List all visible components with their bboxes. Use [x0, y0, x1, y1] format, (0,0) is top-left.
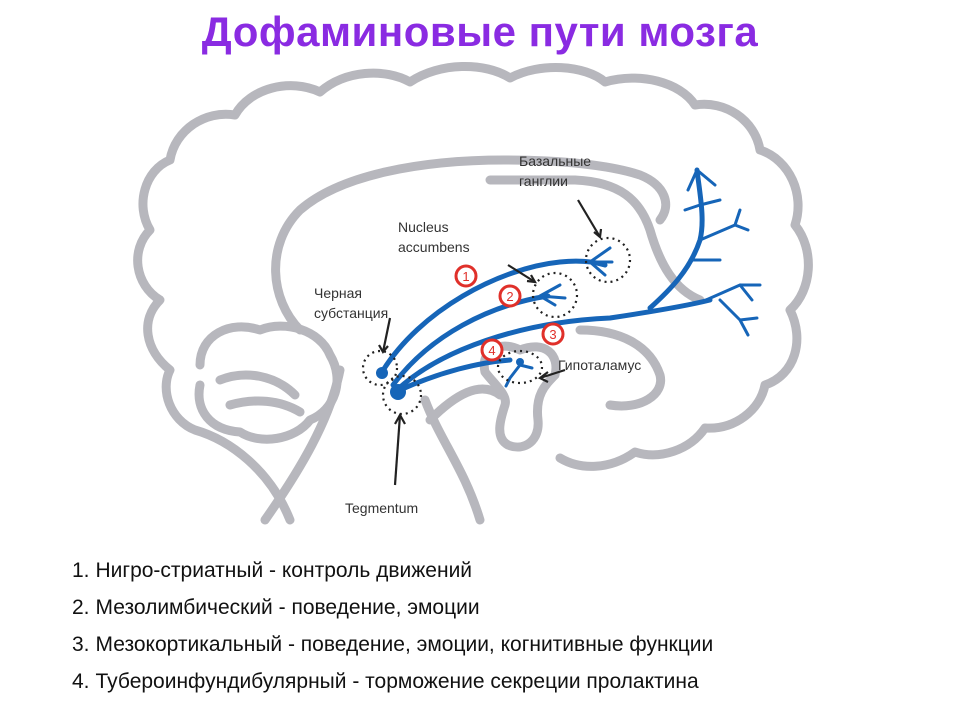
pathway-mesolimbic: [390, 293, 551, 388]
pathway-legend: 1.Нигро-стриатный - контроль движений 2.…: [72, 552, 713, 700]
substantia-circle: [361, 349, 399, 387]
marker-2: 2: [498, 284, 522, 308]
label-nucleus-1: Nucleus: [398, 219, 449, 235]
legend-item-3: 3.Мезокортикальный - поведение, эмоции, …: [72, 626, 713, 663]
arrows: [378, 199, 603, 486]
cortex-branch: [683, 168, 762, 337]
marker-2-label: 2: [506, 289, 513, 304]
basal-ganglia-terminal: [588, 246, 614, 277]
label-basal-ganglia-2: ганглии: [519, 173, 568, 189]
basal-ganglia-circle: [584, 236, 632, 284]
legend-item-1: 1.Нигро-стриатный - контроль движений: [72, 552, 713, 589]
substantia-nucleus: [376, 367, 388, 379]
cerebellum-fold: [215, 370, 300, 400]
label-tegmentum: Tegmentum: [345, 500, 418, 516]
legend-text: Мезолимбический - поведение, эмоции: [95, 596, 480, 619]
inner-fold: [485, 175, 705, 305]
pons: [425, 384, 505, 425]
lower-fold: [575, 325, 666, 411]
marker-1-label: 1: [462, 269, 469, 284]
tegmentum-nucleus: [390, 384, 406, 400]
label-nucleus-2: accumbens: [398, 239, 470, 255]
cerebellum: [194, 321, 342, 444]
legend-number: 2.: [72, 596, 90, 619]
page-title: Дофаминовые пути мозга: [201, 8, 759, 55]
nucleus-terminal: [538, 283, 567, 307]
legend-item-2: 2.Мезолимбический - поведение, эмоции: [72, 589, 713, 626]
corpus-callosum: [271, 155, 671, 335]
legend-number: 4.: [72, 670, 90, 693]
label-substantia-2: субстанция: [314, 305, 388, 321]
marker-4: 4: [480, 338, 504, 362]
legend-item-4: 4.Тубероинфундибулярный - торможение сек…: [72, 663, 713, 700]
brainstem-right: [420, 395, 485, 525]
marker-3-label: 3: [549, 327, 556, 342]
hypothalamus-circle: [496, 349, 544, 385]
marker-4-label: 4: [488, 343, 495, 358]
legend-number: 1.: [72, 559, 90, 582]
cerebellum-fold-2: [225, 396, 305, 417]
label-basal-ganglia-1: Базальные: [519, 153, 591, 169]
pathway-mesocortical: [394, 297, 713, 393]
marker-1: 1: [454, 264, 478, 288]
hypothalamus-terminal: [504, 363, 534, 388]
marker-3: 3: [541, 322, 565, 346]
brain-outline: [133, 61, 813, 525]
legend-text: Мезокортикальный - поведение, эмоции, ко…: [95, 633, 714, 656]
tegmentum-circle: [381, 374, 423, 416]
brainstem: [260, 365, 345, 525]
label-substantia-1: Черная: [314, 285, 362, 301]
legend-text: Тубероинфундибулярный - торможение секре…: [95, 670, 699, 693]
nucleus-circle: [531, 271, 579, 319]
hypothalamus-nucleus: [516, 358, 524, 366]
legend-text: Нигро-стриатный - контроль движений: [95, 559, 473, 582]
pituitary-stalk: [479, 341, 561, 452]
label-hypothalamus: Гипоталамус: [558, 357, 641, 373]
legend-number: 3.: [72, 633, 90, 656]
